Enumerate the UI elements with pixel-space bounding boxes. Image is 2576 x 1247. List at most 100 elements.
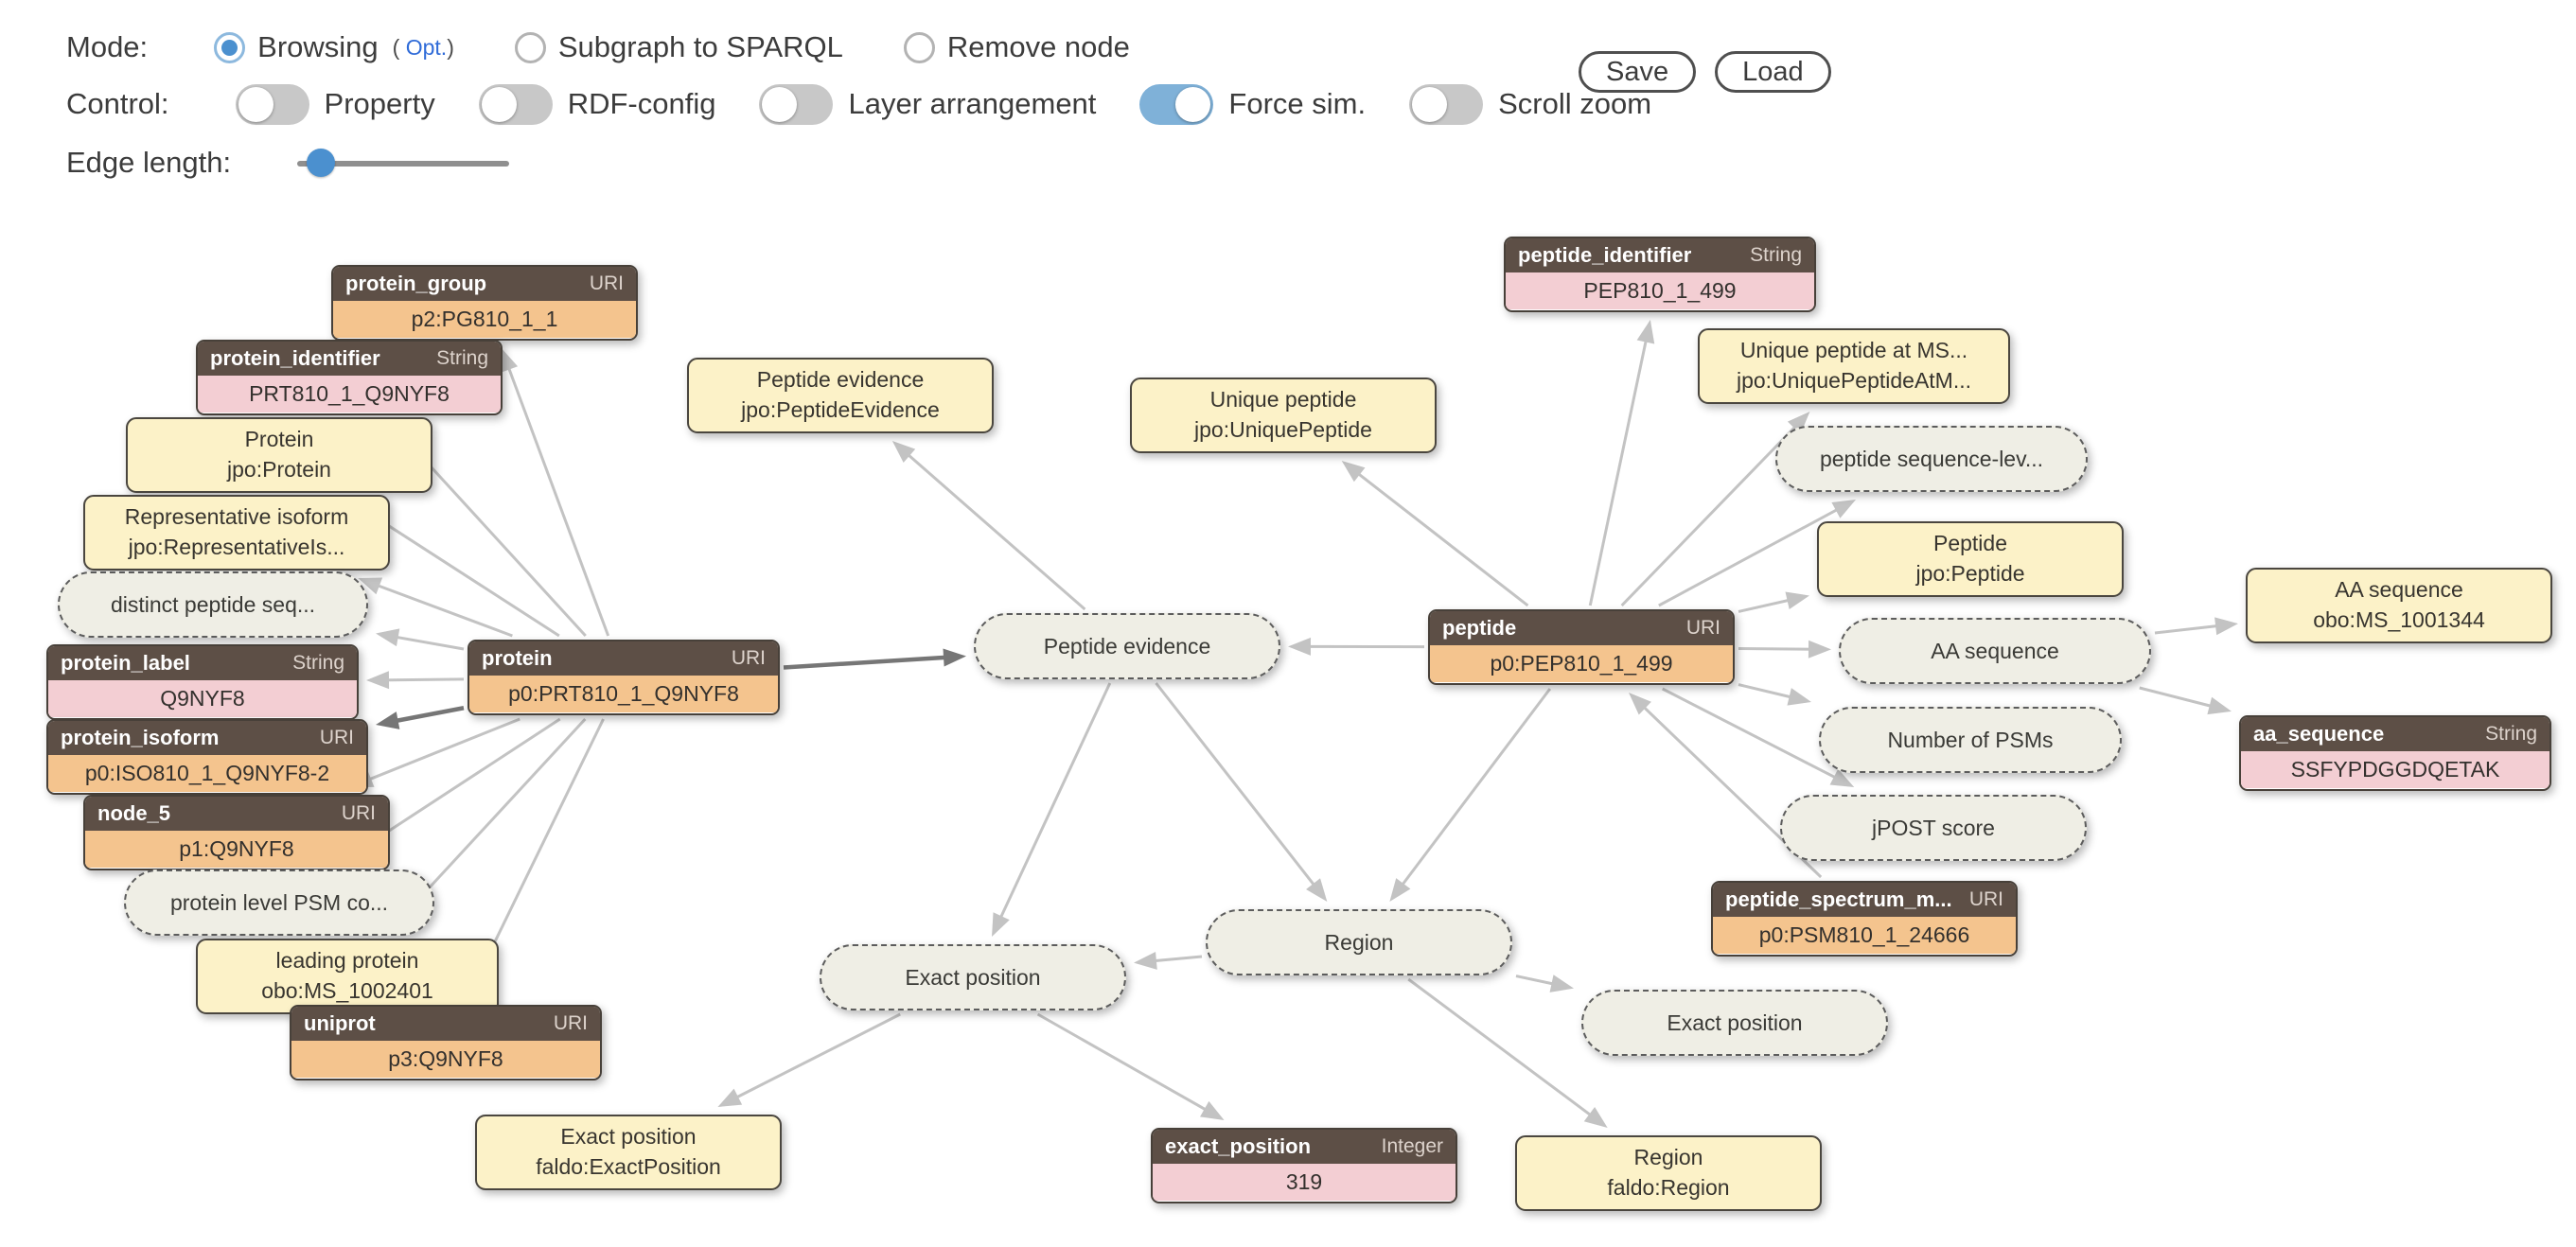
bn_aa_sequence-node[interactable]: AA sequence	[1839, 618, 2151, 684]
node-value: p1:Q9NYF8	[85, 831, 388, 868]
bn_peptide_evidence-node[interactable]: Peptide evidence	[974, 613, 1280, 679]
toggle-scroll-zoom[interactable]: Scroll zoom	[1409, 83, 1651, 125]
class_unique_peptide_ms-node[interactable]: Unique peptide at MS...jpo:UniquePeptide…	[1698, 328, 2010, 404]
edge-peptide-to-peptide_identifier	[1588, 334, 1650, 606]
bn_number_psms-node[interactable]: Number of PSMs	[1819, 707, 2122, 773]
toggle-knob	[762, 86, 798, 122]
blank-node-label: Region	[1324, 929, 1394, 955]
blank-node-label: jPOST score	[1872, 815, 1995, 840]
mode-option-remove-node[interactable]: Remove node	[903, 30, 1130, 64]
toggle-scroll-zoom-switch[interactable]	[1409, 83, 1484, 125]
slider-handle[interactable]	[307, 149, 336, 177]
save-button[interactable]: Save	[1579, 51, 1697, 93]
node-title: exact_position	[1165, 1134, 1312, 1158]
arrowhead-protein-to-bn_peptide_evidence	[943, 648, 966, 667]
toggle-property[interactable]: Property	[235, 83, 435, 125]
edge-peptide-to-bn_aa_sequence	[1738, 647, 1817, 651]
arrowhead-protein-to-class_representative_isoform	[358, 577, 383, 595]
node-datatype: String	[1750, 244, 1802, 266]
arrowhead-peptide_spectrum_match-to-peptide	[1629, 693, 1651, 715]
class-label: Representative isoform	[124, 504, 349, 530]
toggle-force-sim[interactable]: Force sim.	[1139, 83, 1366, 125]
bn_exact_position_right-node[interactable]: Exact position	[1581, 990, 1888, 1056]
toggle-layer-arrangement-switch[interactable]	[759, 83, 834, 125]
blank-node-label: AA sequence	[1931, 638, 2059, 663]
control-toggle-group: Property RDF-config Layer arrangement Fo…	[235, 83, 1651, 125]
bn_exact_position_left-node[interactable]: Exact position	[820, 944, 1126, 1010]
arrowhead-protein-to-bn_distinct_peptide	[376, 628, 400, 647]
blank-node-label: distinct peptide seq...	[110, 591, 316, 617]
node-datatype: URI	[731, 647, 766, 669]
bn_jpost_score-node[interactable]: jPOST score	[1780, 795, 2087, 861]
blank-node-label: Exact position	[1667, 1010, 1803, 1035]
opt-link[interactable]: ( Opt.)	[392, 34, 454, 60]
bn_protein_psm_count-node[interactable]: protein level PSM co...	[124, 869, 434, 936]
arrowhead-bn_aa_sequence-to-class_aa_sequence	[2214, 617, 2238, 636]
radio-subgraph-icon[interactable]	[514, 31, 546, 63]
mode-option-browsing[interactable]: Browsing ( Opt.)	[214, 30, 454, 64]
toggle-force-sim-switch[interactable]	[1139, 83, 1214, 125]
toggle-property-switch[interactable]	[235, 83, 309, 125]
toggle-rdf-config[interactable]: RDF-config	[478, 83, 715, 125]
bn_region-node[interactable]: Region	[1206, 909, 1512, 975]
class-prefixed-name: jpo:Protein	[227, 457, 331, 482]
node-datatype: URI	[553, 1012, 588, 1034]
bn_distinct_peptide-node[interactable]: distinct peptide seq...	[58, 571, 368, 638]
radio-remove-node-icon[interactable]	[903, 31, 935, 63]
edge-length-slider[interactable]	[297, 148, 510, 178]
node-value: PRT810_1_Q9NYF8	[198, 376, 501, 413]
arrowhead-peptide-to-bn_region	[1389, 878, 1411, 902]
arrowhead-bn_exact_position_left-to-exact_position_value	[1200, 1100, 1225, 1120]
toggle-rdf-config-switch[interactable]	[478, 83, 553, 125]
arrowhead-bn_exact_position_left-to-class_exact_position	[717, 1088, 743, 1107]
slider-track[interactable]	[297, 161, 510, 167]
mode-option-remove-node-label: Remove node	[946, 30, 1130, 63]
toolbar: Mode: Browsing ( Opt.) Subgraph to SPARQ…	[0, 0, 2576, 199]
file-buttons: Save Load	[1579, 51, 1831, 93]
arrowhead-bn_region-to-bn_exact_position_right	[1549, 975, 1574, 992]
mode-radio-group: Browsing ( Opt.) Subgraph to SPARQL Remo…	[214, 30, 1130, 64]
node-value: PEP810_1_499	[1506, 272, 1814, 309]
node-value: p0:PEP810_1_499	[1430, 645, 1733, 682]
node-value: 319	[1153, 1164, 1456, 1201]
class-prefixed-name: faldo:ExactPosition	[536, 1154, 721, 1179]
toggle-layer-arrangement[interactable]: Layer arrangement	[759, 83, 1096, 125]
node-title: peptide	[1442, 616, 1517, 640]
edge-protein-to-class_representative_isoform	[371, 582, 513, 638]
bn_peptide_seq_level-node[interactable]: peptide sequence-lev...	[1775, 426, 2088, 492]
mode-row: Mode: Browsing ( Opt.) Subgraph to SPARQ…	[66, 25, 1831, 93]
mode-option-subgraph-to-sparql[interactable]: Subgraph to SPARQL	[514, 30, 843, 64]
node-value: p3:Q9NYF8	[291, 1041, 600, 1078]
arrowhead-peptide-to-bn_number_psms	[1787, 688, 1811, 706]
radio-browsing-icon[interactable]	[214, 31, 246, 63]
node-datatype: String	[2485, 723, 2537, 745]
load-button[interactable]: Load	[1715, 51, 1831, 93]
edge-bn_peptide_evidence-to-class_peptide_evidence	[902, 449, 1086, 611]
blank-node-label: peptide sequence-lev...	[1819, 446, 2044, 471]
